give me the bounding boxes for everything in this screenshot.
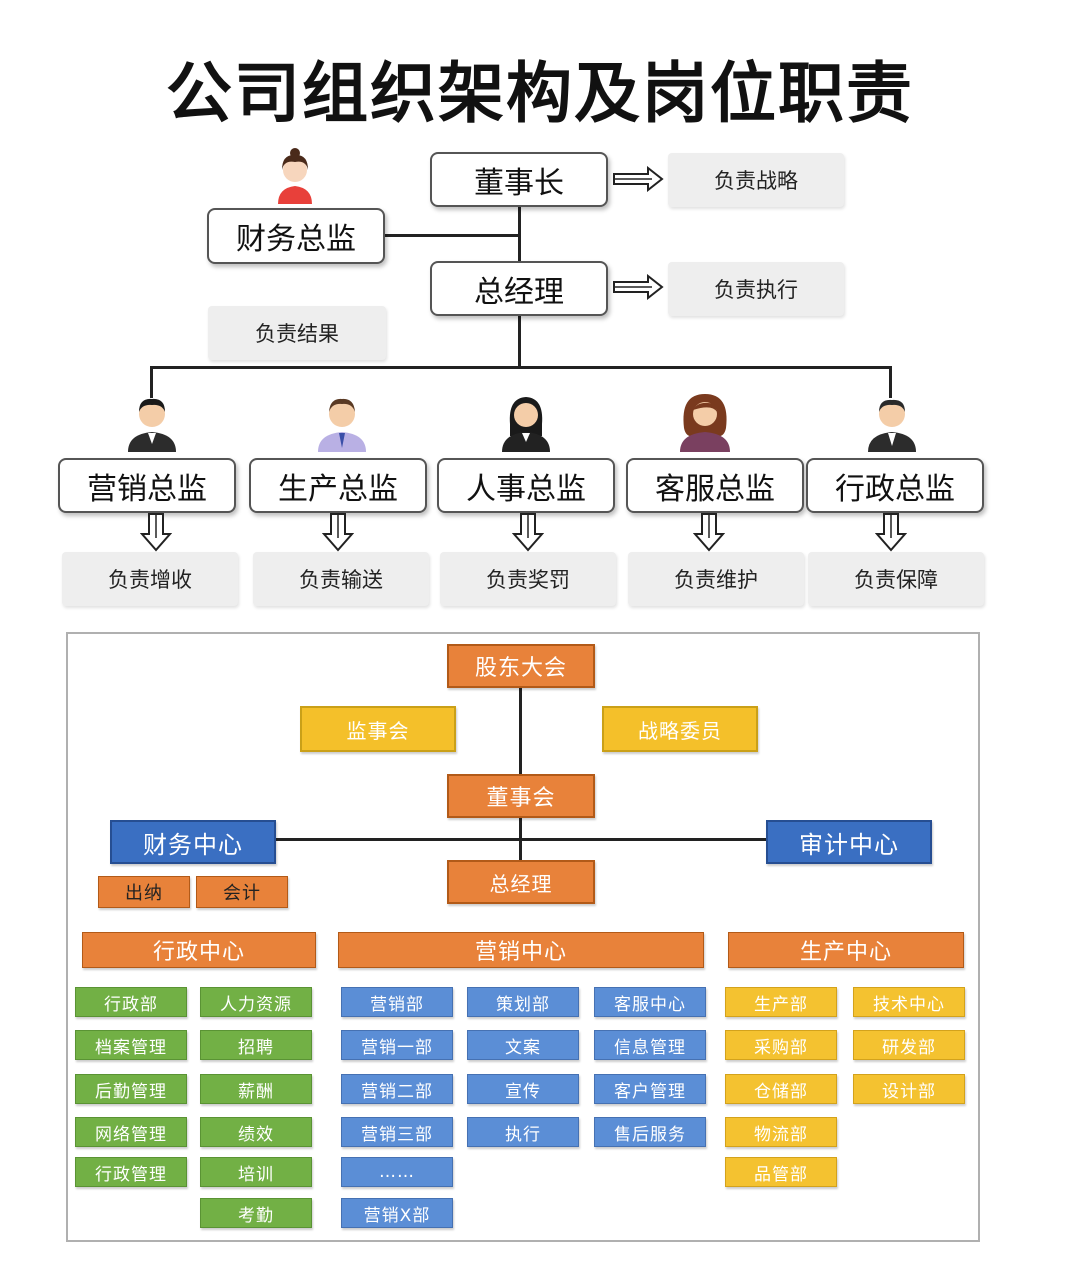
duty-production: 负责输送 (253, 552, 429, 606)
list-item: 采购部 (725, 1030, 837, 1060)
list-item: 招聘 (200, 1030, 312, 1060)
down-arrow-icon (140, 513, 172, 552)
admin-center-header: 行政中心 (82, 932, 316, 968)
finance-center-box: 财务中心 (110, 820, 276, 864)
list-item: 营销二部 (341, 1074, 453, 1104)
connector-line (150, 366, 153, 398)
list-item: 营销X部 (341, 1198, 453, 1228)
list-item: 人力资源 (200, 987, 312, 1017)
list-item: 研发部 (853, 1030, 965, 1060)
list-item: 生产部 (725, 987, 837, 1017)
list-item: 行政管理 (75, 1157, 187, 1187)
connector-line (384, 234, 520, 237)
list-item: 仓储部 (725, 1074, 837, 1104)
right-arrow-icon (613, 274, 664, 300)
list-item: 绩效 (200, 1117, 312, 1147)
down-arrow-icon (512, 513, 544, 552)
connector-line (518, 316, 521, 368)
right-arrow-icon (613, 166, 664, 192)
shareholders-box: 股东大会 (447, 644, 595, 688)
list-item: 营销三部 (341, 1117, 453, 1147)
gm-box: 总经理 (430, 261, 608, 316)
list-item: 客户管理 (594, 1074, 706, 1104)
connector-line (276, 838, 766, 841)
woman-avatar-icon (680, 394, 730, 452)
accounting-box: 会计 (196, 876, 288, 908)
woman-avatar-icon (278, 148, 312, 204)
supervisors-box: 监事会 (300, 706, 456, 752)
cashier-box: 出纳 (98, 876, 190, 908)
bottom-gm-box: 总经理 (447, 860, 595, 904)
committee-box: 战略委员 (602, 706, 758, 752)
list-item: 物流部 (725, 1117, 837, 1147)
list-item: 行政部 (75, 987, 187, 1017)
down-arrow-icon (322, 513, 354, 552)
board-box: 董事会 (447, 774, 595, 818)
director-hr: 人事总监 (437, 458, 615, 513)
man-avatar-icon (128, 398, 176, 452)
gm-duty: 负责执行 (668, 262, 844, 316)
list-item: 文案 (467, 1030, 579, 1060)
connector-line (519, 688, 522, 774)
director-production: 生产总监 (249, 458, 427, 513)
director-admin: 行政总监 (806, 458, 984, 513)
list-item: 薪酬 (200, 1074, 312, 1104)
page-title: 公司组织架构及岗位职责 (166, 55, 914, 132)
list-item: 培训 (200, 1157, 312, 1187)
list-item: 营销部 (341, 987, 453, 1017)
down-arrow-icon (693, 513, 725, 552)
director-service: 客服总监 (626, 458, 804, 513)
connector-line (150, 366, 892, 369)
list-item: 网络管理 (75, 1117, 187, 1147)
cfo-duty: 负责结果 (208, 306, 386, 360)
man-avatar-icon (868, 399, 916, 452)
duty-admin: 负责保障 (808, 552, 984, 606)
list-item: 策划部 (467, 987, 579, 1017)
duty-hr: 负责奖罚 (440, 552, 616, 606)
list-item: 技术中心 (853, 987, 965, 1017)
list-item: 售后服务 (594, 1117, 706, 1147)
duty-marketing: 负责增收 (62, 552, 238, 606)
production-center-header: 生产中心 (728, 932, 964, 968)
list-item: 考勤 (200, 1198, 312, 1228)
connector-line (889, 366, 892, 398)
list-item: 执行 (467, 1117, 579, 1147)
man-avatar-icon (318, 398, 366, 452)
list-item: 后勤管理 (75, 1074, 187, 1104)
audit-center-box: 审计中心 (766, 820, 932, 864)
cfo-box: 财务总监 (207, 208, 385, 264)
list-item: 设计部 (853, 1074, 965, 1104)
list-item: 客服中心 (594, 987, 706, 1017)
down-arrow-icon (875, 513, 907, 552)
list-item: 宣传 (467, 1074, 579, 1104)
list-item: 营销一部 (341, 1030, 453, 1060)
list-item: 档案管理 (75, 1030, 187, 1060)
director-marketing: 营销总监 (58, 458, 236, 513)
chairman-duty: 负责战略 (668, 153, 844, 207)
list-item: 信息管理 (594, 1030, 706, 1060)
duty-service: 负责维护 (628, 552, 804, 606)
woman-avatar-icon (502, 397, 550, 452)
marketing-center-header: 营销中心 (338, 932, 704, 968)
list-item: …… (341, 1157, 453, 1187)
chairman-box: 董事长 (430, 152, 608, 207)
list-item: 品管部 (725, 1157, 837, 1187)
